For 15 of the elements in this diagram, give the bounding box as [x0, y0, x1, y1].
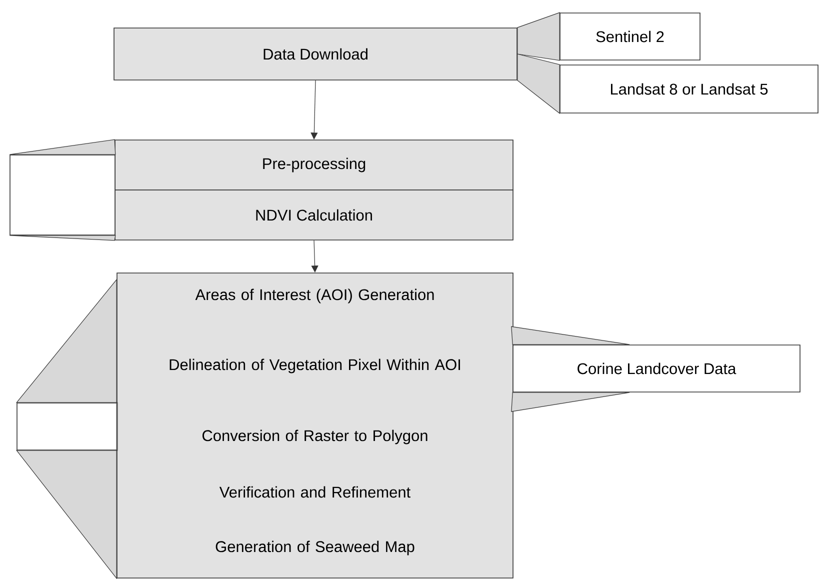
empty-box — [16, 402, 118, 450]
process-box: NDVI Calculation — [114, 190, 514, 240]
callout-wedge — [517, 54, 560, 114]
data-box: Landsat 8 or Landsat 5 — [560, 64, 818, 114]
callout-wedge — [9, 235, 116, 241]
process-box: Areas of Interest (AOI) Generation Delineation of Vegetation Pixel Within AOI Conversion of Raster to Polygon Verification and Refinement Generation of Seaweed Map — [116, 272, 514, 578]
empty-box — [10, 154, 116, 236]
callout-wedge — [16, 278, 118, 579]
callout-wedge — [511, 326, 630, 412]
callout-wedge — [9, 139, 116, 155]
callout-wedge — [517, 12, 560, 61]
data-box: Corine Landcover Data — [512, 344, 800, 392]
process-box: Pre-processing — [114, 140, 514, 190]
process-box: Data Download — [114, 28, 518, 80]
data-box: Sentinel 2 — [560, 12, 700, 60]
